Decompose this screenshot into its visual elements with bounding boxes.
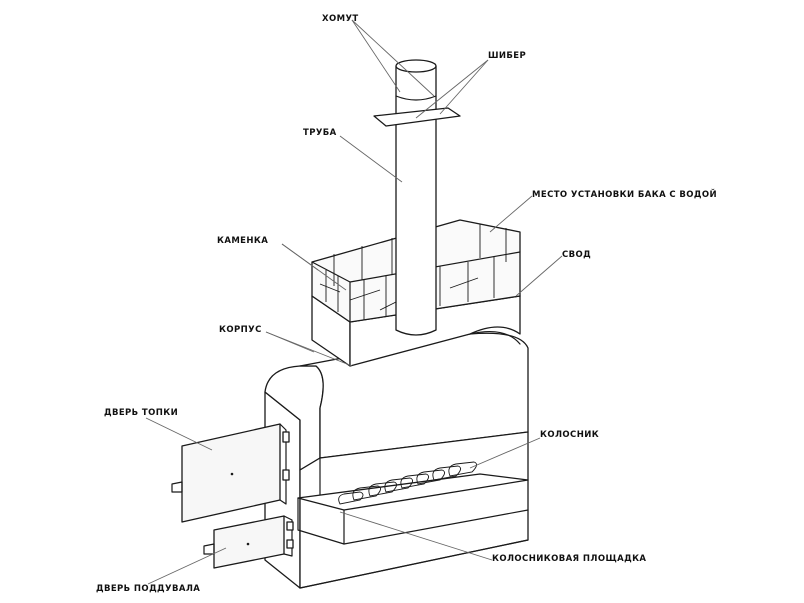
label-truba: ТРУБА: [303, 128, 337, 138]
firebox-door: [171, 423, 290, 523]
label-svod: СВОД: [562, 250, 592, 260]
chimney-pipe: [373, 59, 461, 336]
label-khomut: ХОМУТ: [322, 14, 359, 24]
label-korpus: КОРПУС: [219, 325, 262, 335]
label-kamenka: КАМЕНКА: [217, 236, 269, 246]
leader-lines: [145, 19, 563, 585]
label-dver-topki: ДВЕРЬ ТОПКИ: [104, 408, 179, 418]
grate-bars: [338, 461, 477, 505]
label-mesto-baka: МЕСТО УСТАНОВКИ БАКА С ВОДОЙ: [532, 190, 718, 200]
ash-door: [203, 515, 294, 569]
label-dver-podduvala: ДВЕРЬ ПОДДУВАЛА: [96, 584, 201, 594]
label-kolosnikovaya-ploshchadka: КОЛОСНИКОВАЯ ПЛОЩАДКА: [492, 554, 647, 564]
label-kolosnik: КОЛОСНИК: [540, 430, 600, 440]
label-shiber: ШИБЕР: [488, 51, 527, 61]
